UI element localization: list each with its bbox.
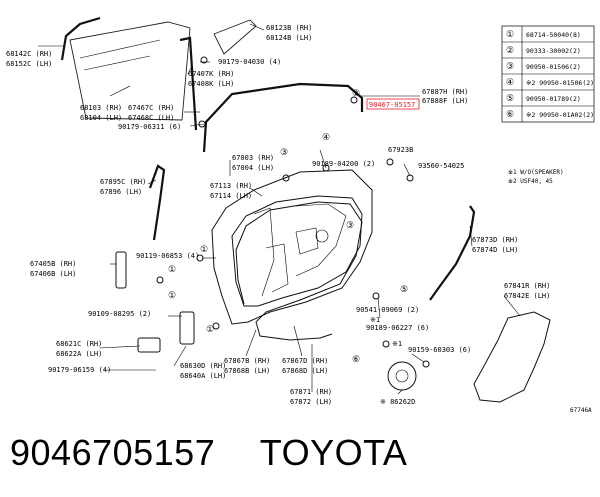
label-68142c: 68142C (RH) xyxy=(6,50,52,58)
leader-lines xyxy=(38,23,521,395)
caption-brand: TOYOTA xyxy=(259,432,408,473)
legend-num-4: ④ xyxy=(506,78,514,88)
label-highlighted-part: 90467-05157 xyxy=(369,101,415,109)
label-68622a: 68622A (LH) xyxy=(56,350,102,358)
note-2: ※2 USF40, 45 xyxy=(508,178,553,185)
label-67113: 67113 (RH) xyxy=(210,182,252,190)
label-67408k: 67408K (LH) xyxy=(188,80,234,88)
legend-num-5: ⑤ xyxy=(506,94,514,104)
legend-code-2: 90333-30002(2) xyxy=(526,47,581,55)
label-67467c: 67467C (RH) xyxy=(128,104,174,112)
label-67407k: 67407K (RH) xyxy=(188,70,234,78)
callout-1a: ① xyxy=(168,265,176,275)
label-star1: ※1 xyxy=(370,316,380,324)
label-68124b: 68124B (LH) xyxy=(266,34,312,42)
label-67874d: 67874D (LH) xyxy=(472,246,518,254)
label-90179-04030: 90179-04030 (4) xyxy=(218,58,281,66)
door-hinge-lower xyxy=(137,337,161,353)
label-90109: 90109-08295 (2) xyxy=(88,310,151,318)
part-labels: 68142C (RH) 68152C (LH) 68103 (RH) 68104… xyxy=(6,24,550,406)
label-90119: 90119-06853 (4) xyxy=(136,252,199,260)
label-67468c: 67468C (LH) xyxy=(128,114,174,122)
label-67871: 67871 (RH) xyxy=(290,388,332,396)
label-68630d: 68630D (RH) xyxy=(180,362,226,370)
callout-1c: ① xyxy=(200,245,208,255)
door-hinge-upper xyxy=(115,251,127,289)
legend-table: ① 68714-50040(8) ② 90333-30002(2) ③ 9095… xyxy=(501,25,595,123)
quarter-glass xyxy=(213,19,257,55)
speaker xyxy=(387,361,417,391)
label-68103: 68103 (RH) xyxy=(80,104,122,112)
label-90179-06311: 90179-06311 (6) xyxy=(118,123,181,131)
label-68152c: 68152C (LH) xyxy=(6,60,52,68)
label-67003: 67003 (RH) xyxy=(232,154,274,162)
note-1: ※1 W/O(SPEAKER) xyxy=(508,169,564,176)
division-bar xyxy=(179,36,198,131)
callout-3b: ③ xyxy=(346,221,354,231)
legend-num-2: ② xyxy=(506,46,514,56)
label-68123b: 68123B (RH) xyxy=(266,24,312,32)
callout-6: ⑥ xyxy=(352,355,360,365)
frame-weatherstrip xyxy=(202,82,364,153)
label-67868b: 67868B (LH) xyxy=(224,367,270,375)
fasteners xyxy=(156,56,430,368)
door-glass xyxy=(69,21,191,121)
label-67923b: 67923B xyxy=(388,146,413,154)
label-67867b: 67867B (RH) xyxy=(224,357,270,365)
highlight-box xyxy=(366,98,420,110)
label-90179-06159: 90179-06159 (4) xyxy=(48,366,111,374)
caption-part-number: 9046705157 xyxy=(10,432,216,473)
label-68104: 68104 (LH) xyxy=(80,114,122,122)
caption: 9046705157 TOYOTA xyxy=(10,432,590,482)
legend-num-1: ① xyxy=(506,30,514,40)
callout-4: ④ xyxy=(322,133,330,143)
legend-num-3: ③ xyxy=(506,62,514,72)
callout-5: ⑤ xyxy=(400,285,408,295)
label-90189-04200: 90189-04200 (2) xyxy=(312,160,375,168)
belt-moulding xyxy=(148,164,166,241)
legend-code-3: 90950-01506(2) xyxy=(526,63,581,71)
label-93560: 93560-54025 xyxy=(418,162,464,170)
label-67895c: 67895C (RH) xyxy=(100,178,146,186)
door-weatherstrip xyxy=(235,201,363,341)
label-67842e: 67842E (LH) xyxy=(504,292,550,300)
callout-1b: ① xyxy=(168,291,176,301)
door-trim-inner xyxy=(473,311,551,403)
legend-code-1: 68714-50040(8) xyxy=(526,31,581,39)
callout-3a: ③ xyxy=(280,148,288,158)
label-67873d: 67873D (RH) xyxy=(472,236,518,244)
label-90189-06227: 90189-06227 (6) xyxy=(366,324,429,332)
parts-diagram: 68142C (RH) 68152C (LH) 68103 (RH) 68104… xyxy=(6,16,595,414)
label-67868d: 67868D (LH) xyxy=(282,367,328,375)
label-90159: 90159-60303 (6) xyxy=(408,346,471,354)
label-90541: 90541-09069 (2) xyxy=(356,306,419,314)
callout-markers: ① ① ① ① ② ③ ③ ④ ⑤ ⑥ xyxy=(168,89,408,365)
callout-2: ② xyxy=(352,89,360,99)
label-67004: 67004 (LH) xyxy=(232,164,274,172)
legend-code-6: ※2 90950-01A02(2) xyxy=(526,111,594,119)
label-67841r: 67841R (RH) xyxy=(504,282,550,290)
label-86262d: ※ 86262D xyxy=(380,398,415,406)
rear-weatherstrip xyxy=(429,205,476,301)
label-67896: 67896 (LH) xyxy=(100,188,142,196)
label-68621c: 68621C (RH) xyxy=(56,340,102,348)
legend-num-6: ⑥ xyxy=(506,110,514,120)
legend-code-5: 90950-01789(2) xyxy=(526,95,581,103)
label-67406b: 67406B (LH) xyxy=(30,270,76,278)
label-67114: 67114 (LH) xyxy=(210,192,252,200)
label-67867d: 67867D (RH) xyxy=(282,357,328,365)
reference-code: 67746A xyxy=(570,407,592,414)
legend-code-4: ※2 90950-01506(2) xyxy=(526,79,594,87)
label-67405b: 67405B (RH) xyxy=(30,260,76,268)
label-67887h: 67887H (RH) xyxy=(422,88,468,96)
door-check xyxy=(179,311,195,345)
callout-1d: ① xyxy=(206,325,214,335)
door-panel xyxy=(211,169,373,325)
label-star1b: ※1 xyxy=(392,340,402,348)
label-68640a: 68640A (LH) xyxy=(180,372,226,380)
label-67872: 67872 (LH) xyxy=(290,398,332,406)
label-67888f: 67888F (LH) xyxy=(422,97,468,105)
run-channel xyxy=(60,16,101,61)
